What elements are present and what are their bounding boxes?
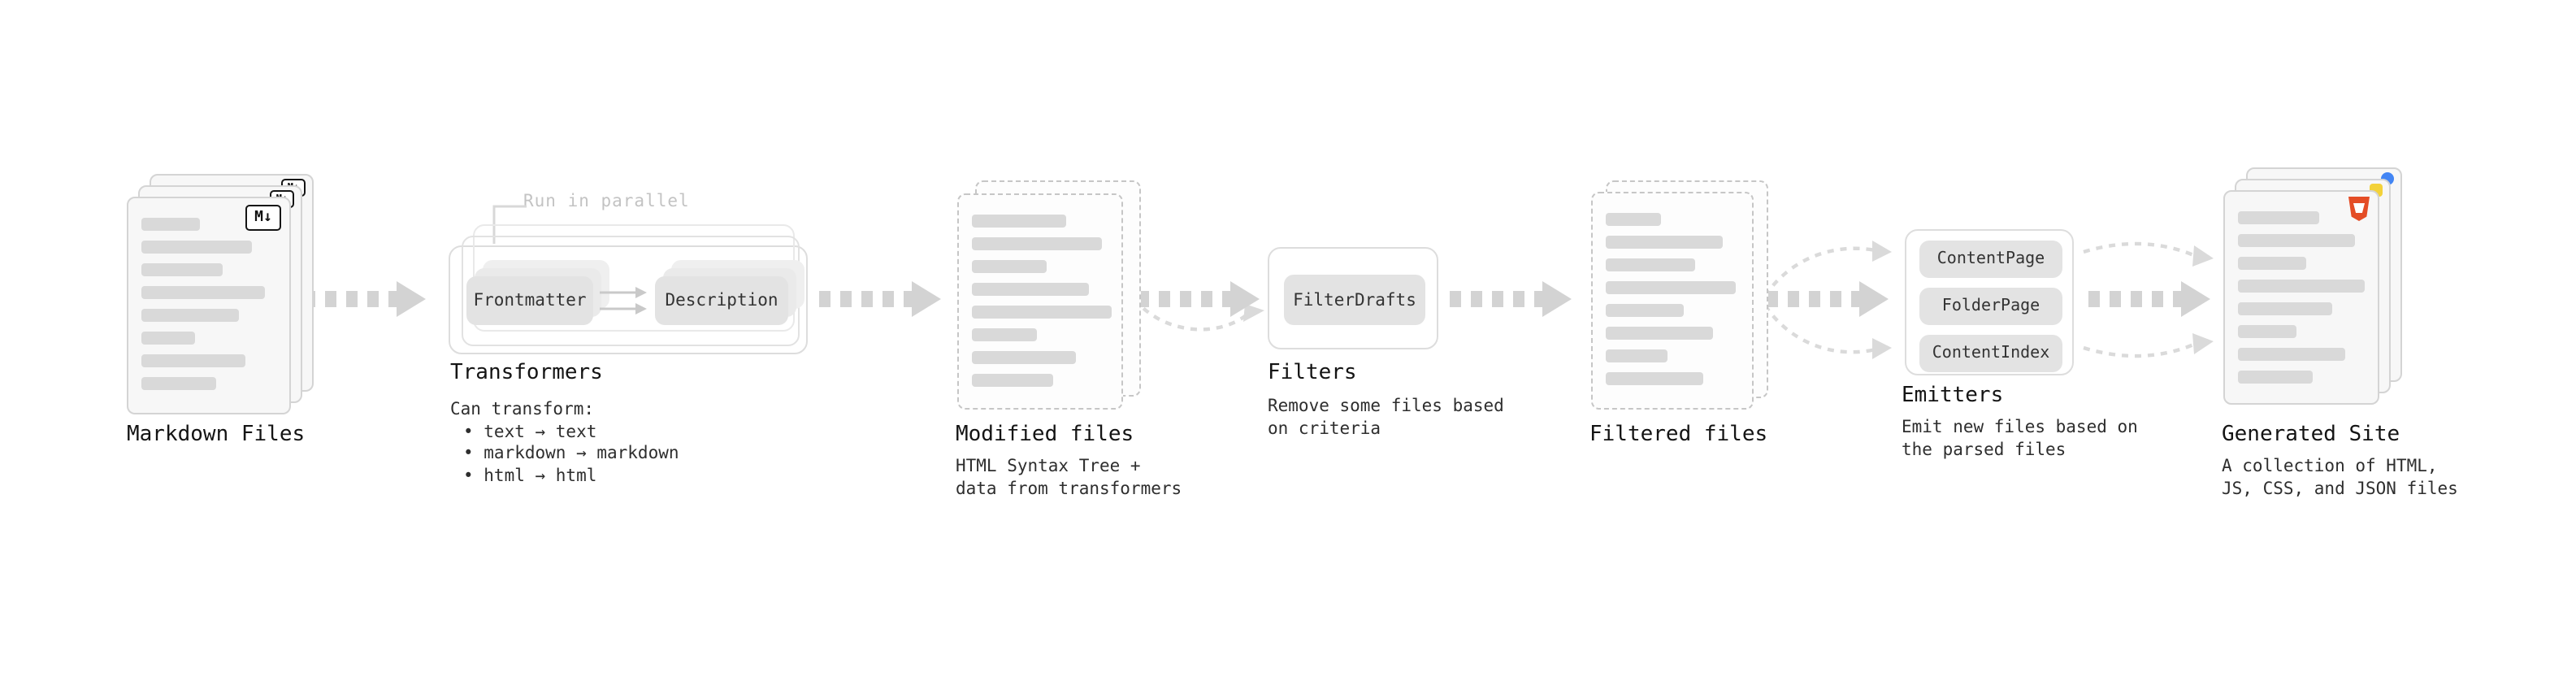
- document-skeleton: [959, 195, 1121, 387]
- document-skeleton: [1593, 193, 1752, 385]
- skeleton-line: [141, 309, 239, 322]
- stage-title-markdown-files: Markdown Files: [127, 423, 306, 447]
- description-line: Remove some files based: [1268, 397, 1504, 416]
- emitter-box-folderpage: FolderPage: [1919, 288, 2062, 325]
- skeleton-line: [2238, 325, 2296, 338]
- transformers-description: Can transform: • text → text • markdown …: [450, 400, 679, 488]
- skeleton-line: [2238, 211, 2319, 224]
- skeleton-line: [972, 260, 1047, 273]
- stage-title-emitters: Emitters: [1902, 384, 2004, 408]
- dashed-arrow: [819, 281, 941, 317]
- skeleton-line: [141, 354, 245, 367]
- description-line: JS, CSS, and JSON files: [2222, 479, 2458, 498]
- stage-title-filtered-files: Filtered files: [1589, 423, 1768, 447]
- stage-title-generated-site: Generated Site: [2222, 423, 2400, 447]
- site-file-card-front: [2223, 190, 2379, 405]
- skeleton-line: [1606, 372, 1703, 385]
- skeleton-line: [972, 215, 1066, 228]
- dashed-arrow: [2088, 281, 2210, 317]
- generated-site-description: A collection of HTML, JS, CSS, and JSON …: [2222, 457, 2458, 501]
- filters-container: FilterDrafts: [1268, 247, 1438, 349]
- description-line: on criteria: [1268, 419, 1381, 438]
- skeleton-line: [972, 283, 1089, 296]
- dashed-arrow: [1138, 281, 1260, 317]
- document-skeleton: [2225, 192, 2378, 384]
- description-line: data from transformers: [956, 479, 1182, 498]
- emitters-container: ContentPage FolderPage ContentIndex: [1905, 229, 2074, 375]
- description-line: • text → text: [463, 422, 597, 441]
- skeleton-line: [1606, 236, 1723, 249]
- fan-in-arrows: [1763, 241, 1892, 359]
- filters-description: Remove some files based on criteria: [1268, 397, 1504, 440]
- skeleton-line: [2238, 348, 2345, 361]
- dashed-arrow: [1450, 281, 1572, 317]
- markdown-icon: M↓: [245, 205, 281, 231]
- document-skeleton: [128, 198, 289, 390]
- description-line: • markdown → markdown: [463, 444, 679, 463]
- callout-connector-line: [492, 205, 527, 244]
- skeleton-line: [2238, 280, 2365, 293]
- skeleton-line: [1606, 258, 1695, 271]
- skeleton-line: [1606, 213, 1661, 226]
- transformer-box-frontmatter: Frontmatter: [466, 276, 593, 325]
- skeleton-line: [2238, 371, 2313, 384]
- emitter-box-contentpage: ContentPage: [1919, 241, 2062, 278]
- skeleton-line: [141, 263, 223, 276]
- skeleton-line: [2238, 302, 2332, 315]
- filter-box-filterdrafts: FilterDrafts: [1284, 275, 1425, 325]
- skeleton-line: [141, 241, 252, 254]
- skeleton-line: [141, 377, 216, 390]
- skeleton-line: [1606, 349, 1667, 362]
- markdown-file-card-front: M↓: [127, 197, 291, 414]
- emitter-box-contentindex: ContentIndex: [1919, 335, 2062, 372]
- skeleton-line: [1606, 327, 1713, 340]
- dashed-arrow: [1767, 281, 1889, 317]
- filtered-file-card-front: [1591, 192, 1754, 410]
- emitters-description: Emit new files based on the parsed files: [1902, 418, 2138, 462]
- modified-files-description: HTML Syntax Tree + data from transformer…: [956, 457, 1182, 501]
- skeleton-line: [1606, 304, 1684, 317]
- description-line: A collection of HTML,: [2222, 457, 2438, 476]
- description-line: Can transform:: [450, 400, 595, 419]
- transform-flow-arrows: [600, 287, 647, 314]
- skeleton-line: [972, 328, 1037, 341]
- skeleton-line: [2238, 257, 2306, 270]
- skeleton-line: [141, 218, 200, 231]
- transformers-container: Frontmatter Description: [449, 224, 808, 354]
- curved-dashed-arrow: [1133, 297, 1264, 332]
- skeleton-line: [141, 332, 195, 345]
- modified-file-card-front: [957, 193, 1123, 410]
- description-line: the parsed files: [1902, 440, 2066, 459]
- stage-title-transformers: Transformers: [450, 361, 603, 385]
- description-line: • html → html: [463, 466, 597, 485]
- skeleton-line: [972, 237, 1102, 250]
- skeleton-line: [2238, 234, 2355, 247]
- callout-run-in-parallel: Run in parallel: [523, 192, 690, 211]
- fan-out-arrows: [2083, 241, 2214, 358]
- stage-title-filters: Filters: [1268, 361, 1357, 385]
- dashed-arrow: [304, 281, 426, 317]
- skeleton-line: [972, 306, 1112, 319]
- skeleton-line: [972, 351, 1076, 364]
- stage-title-modified-files: Modified files: [956, 423, 1134, 447]
- skeleton-line: [141, 286, 265, 299]
- skeleton-line: [972, 374, 1053, 387]
- transformer-box-description: Description: [655, 276, 788, 325]
- description-line: HTML Syntax Tree +: [956, 457, 1141, 476]
- description-line: Emit new files based on: [1902, 418, 2138, 437]
- skeleton-line: [1606, 281, 1736, 294]
